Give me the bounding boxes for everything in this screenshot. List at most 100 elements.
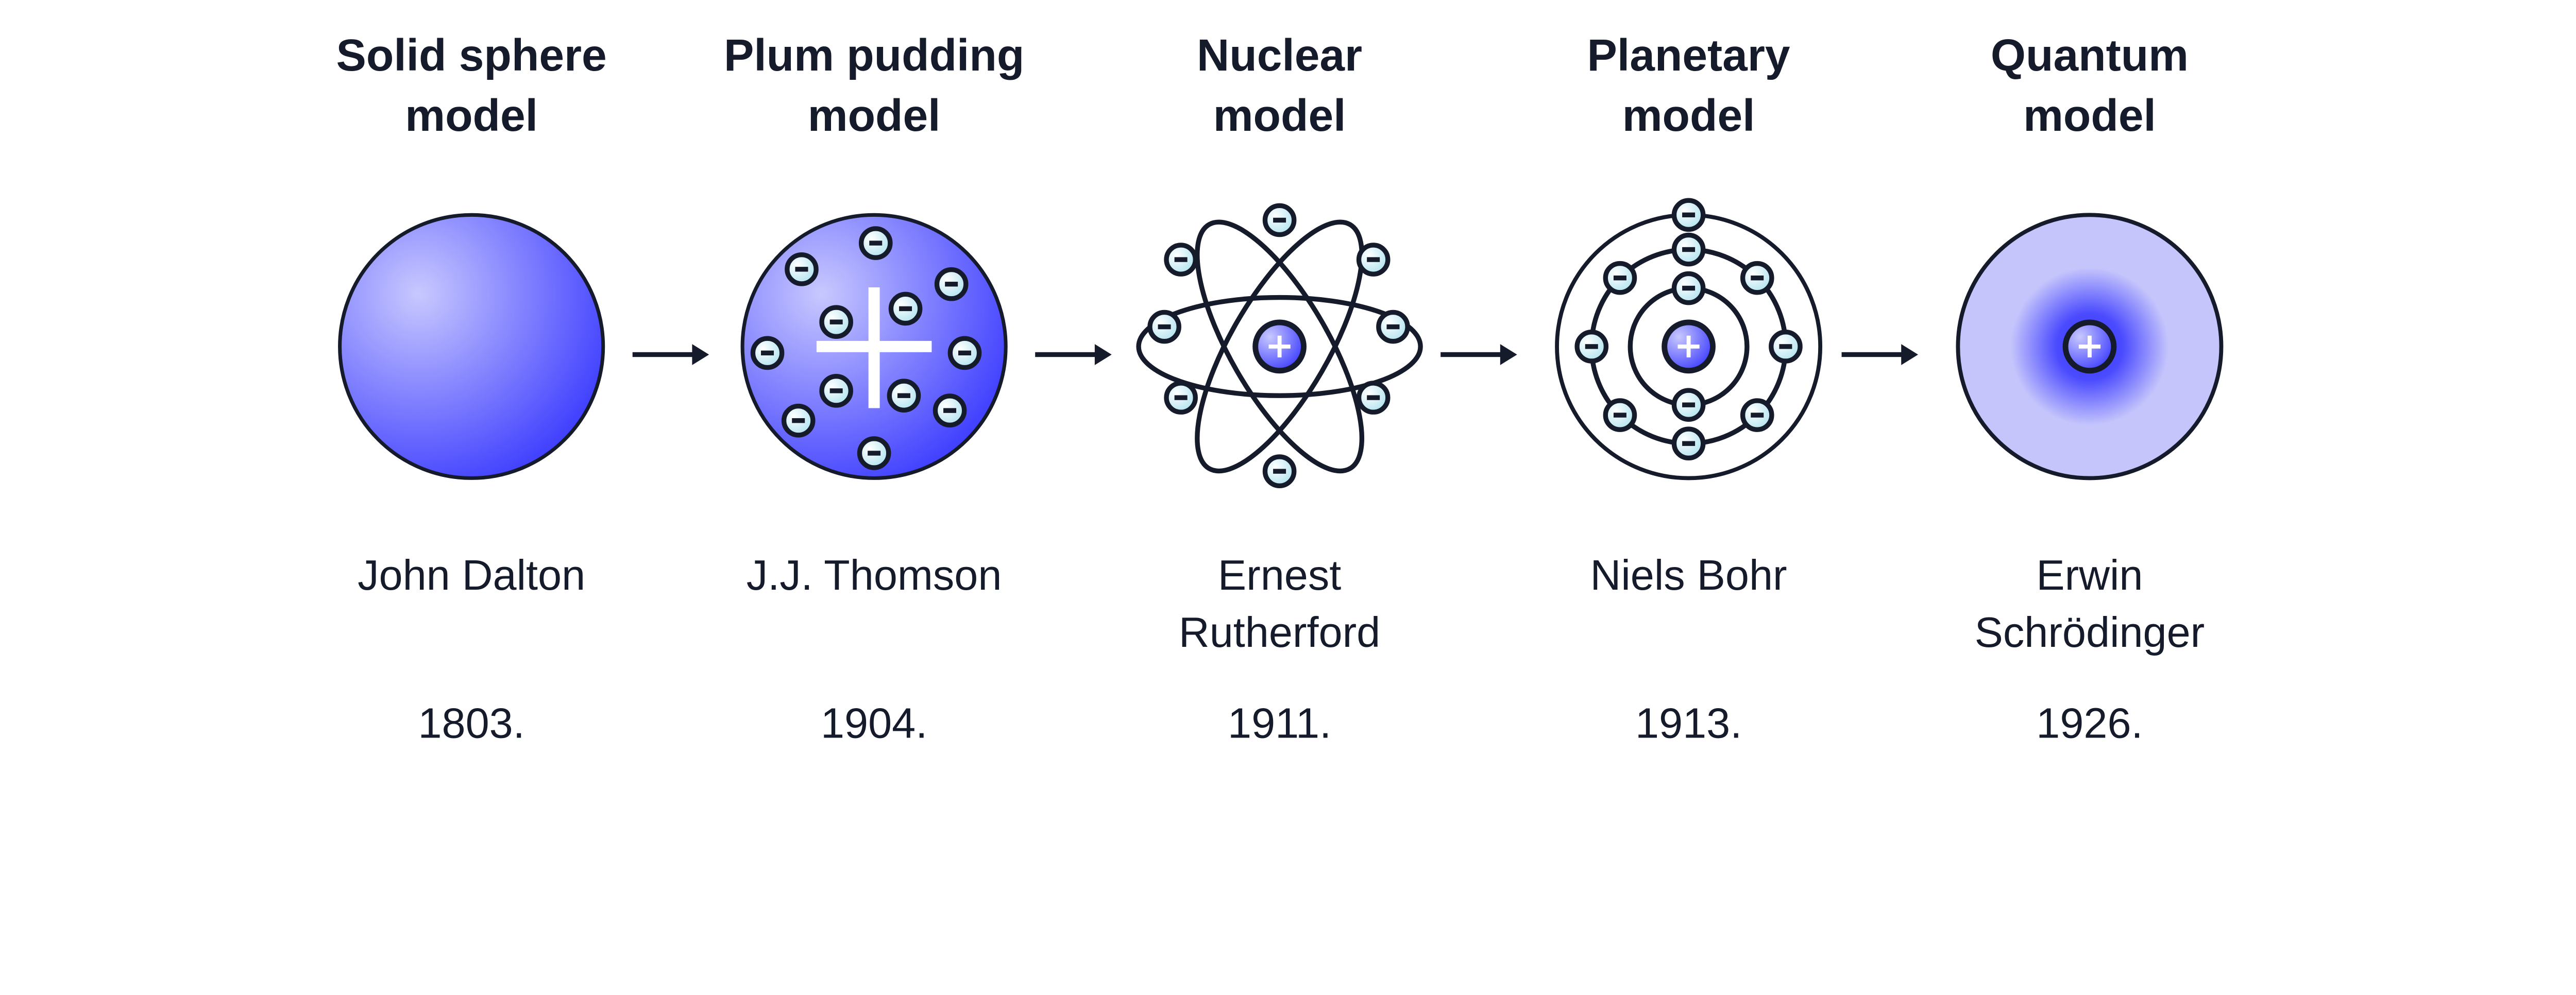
minus-sign (868, 451, 881, 456)
minus-sign (1682, 441, 1696, 446)
model-title: Planetary (1587, 30, 1790, 80)
scientist-name: Niels Bohr (1590, 551, 1787, 599)
electron-icon (858, 226, 893, 260)
electron-icon (1671, 232, 1706, 267)
electron-icon (1574, 330, 1609, 364)
minus-sign (1751, 275, 1764, 281)
electron-icon (1603, 261, 1637, 295)
nucleus-icon (2062, 319, 2117, 374)
arrow-shaft (1841, 352, 1902, 357)
arrow-shaft (1035, 352, 1096, 357)
quantum-atom-icon (1956, 213, 2224, 481)
minus-sign (945, 282, 958, 287)
electron-icon (819, 305, 853, 339)
scientist-name: Schrödinger (1975, 608, 2205, 656)
orbit (1195, 219, 1365, 474)
model-title: model (1213, 90, 1346, 141)
scientist-name: John Dalton (358, 551, 585, 599)
minus-sign (1386, 324, 1400, 330)
model-year: 1803. (418, 699, 524, 747)
model-title: model (2023, 90, 2156, 141)
minus-sign (897, 393, 910, 398)
arrow-right-icon (632, 344, 709, 365)
nuclear-atom-icon (1136, 203, 1423, 488)
model-title: model (808, 90, 941, 141)
arrow-shaft (632, 352, 693, 357)
minus-sign (958, 350, 971, 356)
electron-icon (857, 436, 891, 470)
electron-icon (1603, 398, 1637, 432)
electron-icon (819, 374, 853, 408)
electron-icon (1356, 381, 1391, 415)
arrow-right-icon (1035, 344, 1112, 365)
electron-icon (1262, 203, 1297, 237)
minus-sign (1779, 344, 1792, 349)
electron-icon (888, 291, 923, 326)
scientist-name: Rutherford (1179, 608, 1380, 656)
arrow-head (1094, 344, 1112, 365)
arrow-shaft (1440, 352, 1501, 357)
electron-icon (1376, 310, 1410, 344)
plum-pudding-atom-icon (740, 213, 1008, 480)
planetary-atom-icon (1555, 198, 1823, 481)
minus-sign (829, 388, 843, 393)
model-year: 1904. (821, 699, 927, 747)
electron-icon (1262, 454, 1297, 488)
model-title: Plum pudding (724, 30, 1024, 80)
model-year: 1926. (2036, 699, 2143, 747)
minus-sign (795, 267, 808, 272)
electron-icon (750, 336, 785, 370)
electron-icon (1740, 261, 1774, 295)
plus-sign-v (2088, 335, 2092, 357)
electron-icon (785, 252, 819, 286)
solid-sphere-icon (338, 213, 605, 480)
arrow-head (1500, 344, 1517, 365)
minus-sign (1174, 257, 1188, 262)
nucleus-icon (1252, 319, 1307, 374)
minus-sign (1682, 402, 1696, 407)
electron-icon (1671, 271, 1706, 305)
orbit (1195, 219, 1365, 474)
arrow-head (692, 344, 709, 365)
minus-sign (1682, 212, 1696, 218)
electron-icon (1769, 330, 1803, 364)
electron-icon (1164, 381, 1198, 415)
electron-icon (1671, 426, 1706, 461)
model-year: 1911. (1228, 699, 1331, 747)
arrow-head (1901, 344, 1919, 365)
minus-sign (1273, 469, 1286, 474)
minus-sign (1751, 413, 1764, 418)
model-title: model (405, 90, 538, 141)
electron-icon (1164, 243, 1198, 277)
model-title: model (1622, 90, 1755, 141)
minus-sign (1367, 395, 1380, 400)
electron-icon (887, 379, 921, 413)
minus-sign (899, 306, 912, 312)
minus-sign (761, 350, 774, 356)
plus-sign-v (1686, 335, 1691, 357)
electron-icon (1671, 388, 1706, 422)
minus-sign (1158, 324, 1171, 330)
electron-icon (947, 336, 982, 370)
icons (338, 198, 2224, 488)
minus-sign (1613, 413, 1626, 418)
arrow-right-icon (1841, 344, 1919, 365)
model-title: Solid sphere (336, 30, 607, 80)
arrow-right-icon (1440, 344, 1517, 365)
minus-sign (1682, 285, 1696, 291)
plus-sign-v (1277, 335, 1282, 357)
scientist-name: Erwin (2036, 551, 2143, 599)
electron-icon (781, 403, 816, 438)
electron-icon (1671, 198, 1706, 232)
model-title: Quantum (1991, 30, 2189, 80)
scientist-name: Ernest (1218, 551, 1341, 599)
minus-sign (1174, 395, 1188, 400)
electron-icon (934, 267, 969, 301)
electron-icon (1356, 243, 1391, 277)
electron-icon (1147, 310, 1181, 344)
minus-sign (1585, 344, 1598, 349)
positive-charge-v (868, 287, 880, 408)
